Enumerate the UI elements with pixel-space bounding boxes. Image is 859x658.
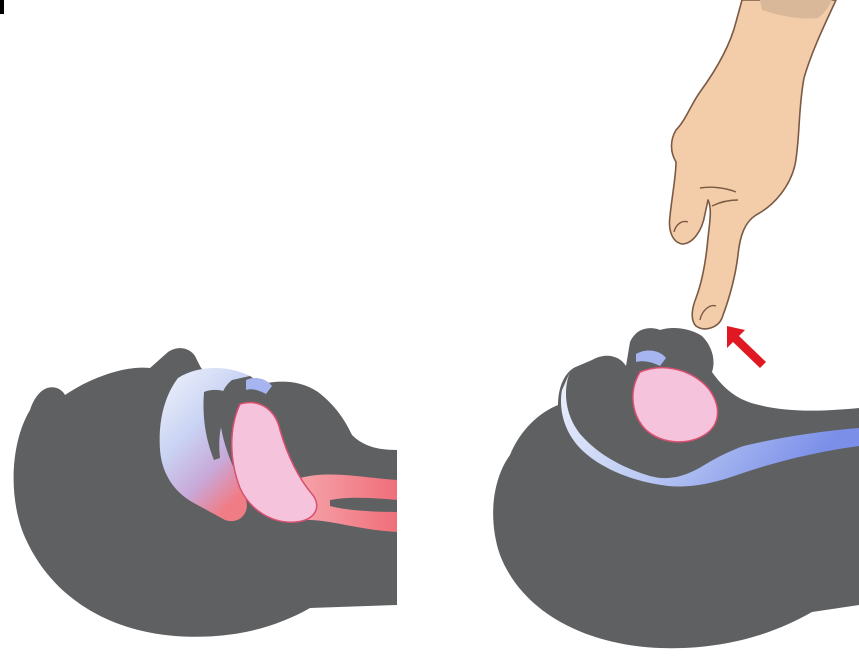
arrow-up-icon <box>727 326 766 368</box>
left-panel <box>14 348 397 637</box>
right-panel <box>493 0 859 648</box>
hand-icon <box>670 0 837 329</box>
